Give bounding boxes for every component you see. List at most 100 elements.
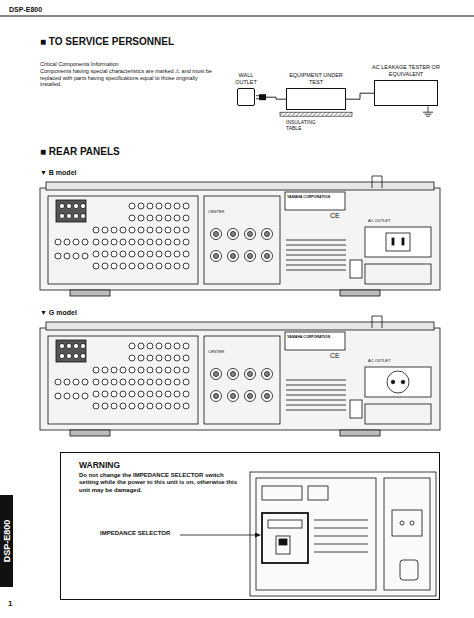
drawing-stroke <box>56 200 86 222</box>
drawing-stroke <box>262 391 273 402</box>
header-rule <box>0 16 474 17</box>
drawing-stroke <box>111 263 117 269</box>
drawing-stroke <box>174 367 180 373</box>
warning-heading: WARNING <box>79 460 199 470</box>
drawing-stroke <box>402 238 404 245</box>
drawing-stroke <box>59 213 64 218</box>
drawing-stroke <box>55 379 61 385</box>
drawing-stroke <box>165 355 171 361</box>
label-text: ■ TO SERVICE PERSONNEL <box>40 36 240 48</box>
drawing-stroke <box>129 343 135 349</box>
drawing-stroke <box>231 254 236 259</box>
drawing-stroke <box>80 343 85 348</box>
drawing-stroke <box>265 232 270 237</box>
equipment-box: WALL OUTLET <box>228 72 264 106</box>
drawing-stroke <box>82 253 88 259</box>
drawing-stroke <box>93 263 99 269</box>
drawing-stroke <box>73 393 79 399</box>
drawing-stroke <box>59 353 64 358</box>
node-label: AC LEAKAGE TESTER OR EQUIVALENT <box>368 64 444 77</box>
drawing-stroke <box>82 393 88 399</box>
drawing-stroke <box>392 238 394 245</box>
drawing-stroke <box>265 372 270 377</box>
drawing-stroke <box>147 263 153 269</box>
drawing-stroke <box>350 260 362 278</box>
drawing-stroke <box>138 203 144 209</box>
ground-symbol <box>425 114 432 115</box>
drawing-stroke <box>174 391 180 397</box>
drawing-stroke <box>138 355 144 361</box>
drawing-stroke <box>165 367 171 373</box>
drawing-stroke <box>64 379 70 385</box>
drawing-stroke <box>245 391 256 402</box>
drawing-stroke <box>138 391 144 397</box>
drawing-stroke <box>211 369 222 380</box>
label-text: INSULATING TABLE <box>286 119 330 131</box>
drawing-stroke <box>174 263 180 269</box>
drawing-stroke <box>120 227 126 233</box>
drawing-stroke <box>248 254 253 259</box>
drawing-stroke <box>120 391 126 397</box>
node-shape <box>374 80 438 106</box>
equipment-box: AC LEAKAGE TESTER OR EQUIVALENT <box>368 64 444 106</box>
drawing-stroke <box>111 403 117 409</box>
drawing-stroke <box>129 379 135 385</box>
drawing-stroke <box>165 403 171 409</box>
drawing-stroke <box>183 379 189 385</box>
drawing-stroke <box>102 367 108 373</box>
drawing-stroke <box>165 343 171 349</box>
drawing-stroke <box>245 251 256 262</box>
label-text: CE <box>330 352 346 360</box>
drawing-stroke <box>73 213 78 218</box>
drawing-stroke <box>129 251 135 257</box>
drawing-stroke <box>73 353 78 358</box>
drawing-stroke <box>183 367 189 373</box>
plug-pin <box>256 98 259 99</box>
drawing-stroke <box>214 394 219 399</box>
drawing-stroke <box>286 400 346 401</box>
drawing-stroke <box>248 232 253 237</box>
drawing-stroke <box>165 391 171 397</box>
drawing-stroke <box>214 254 219 259</box>
drawing-stroke <box>64 393 70 399</box>
drawing-stroke <box>372 176 382 188</box>
label-text: YAMAHA CORPORATION <box>287 195 347 199</box>
drawing-stroke <box>59 343 64 348</box>
drawing-stroke <box>138 343 144 349</box>
drawing-stroke <box>285 332 345 350</box>
drawing-stroke <box>138 239 144 245</box>
drawing-stroke <box>165 379 171 385</box>
drawing-stroke <box>183 391 189 397</box>
drawing-stroke <box>129 355 135 361</box>
drawing-stroke <box>183 263 189 269</box>
drawing-stroke <box>386 233 410 251</box>
drawing-stroke <box>174 355 180 361</box>
drawing-stroke <box>111 379 117 385</box>
drawing-stroke <box>129 263 135 269</box>
drawing-stroke <box>286 270 346 271</box>
drawing-stroke <box>129 367 135 373</box>
drawing-stroke <box>286 260 346 261</box>
drawing-stroke <box>129 203 135 209</box>
drawing-stroke <box>228 369 239 380</box>
drawing-stroke <box>156 403 162 409</box>
drawing-stroke <box>102 391 108 397</box>
drawing-stroke <box>340 430 380 436</box>
drawing-stroke <box>211 251 222 262</box>
drawing-stroke <box>183 203 189 209</box>
label-text: AC OUTLET <box>368 359 428 364</box>
label-text: CENTER <box>208 210 248 215</box>
drawing-stroke <box>174 251 180 257</box>
drawing-stroke <box>156 391 162 397</box>
drawing-stroke <box>286 405 346 406</box>
label-text: Critical Components Information <box>40 61 215 68</box>
equipment-box: EQUIPMENT UNDER TEST <box>284 72 348 110</box>
drawing-stroke <box>156 343 162 349</box>
drawing-stroke <box>64 253 70 259</box>
drawing-stroke <box>174 403 180 409</box>
drawing-stroke <box>286 410 346 411</box>
drawing-stroke <box>102 263 108 269</box>
drawing-stroke <box>286 245 346 246</box>
drawing-stroke <box>73 253 79 259</box>
drawing-stroke <box>183 215 189 221</box>
